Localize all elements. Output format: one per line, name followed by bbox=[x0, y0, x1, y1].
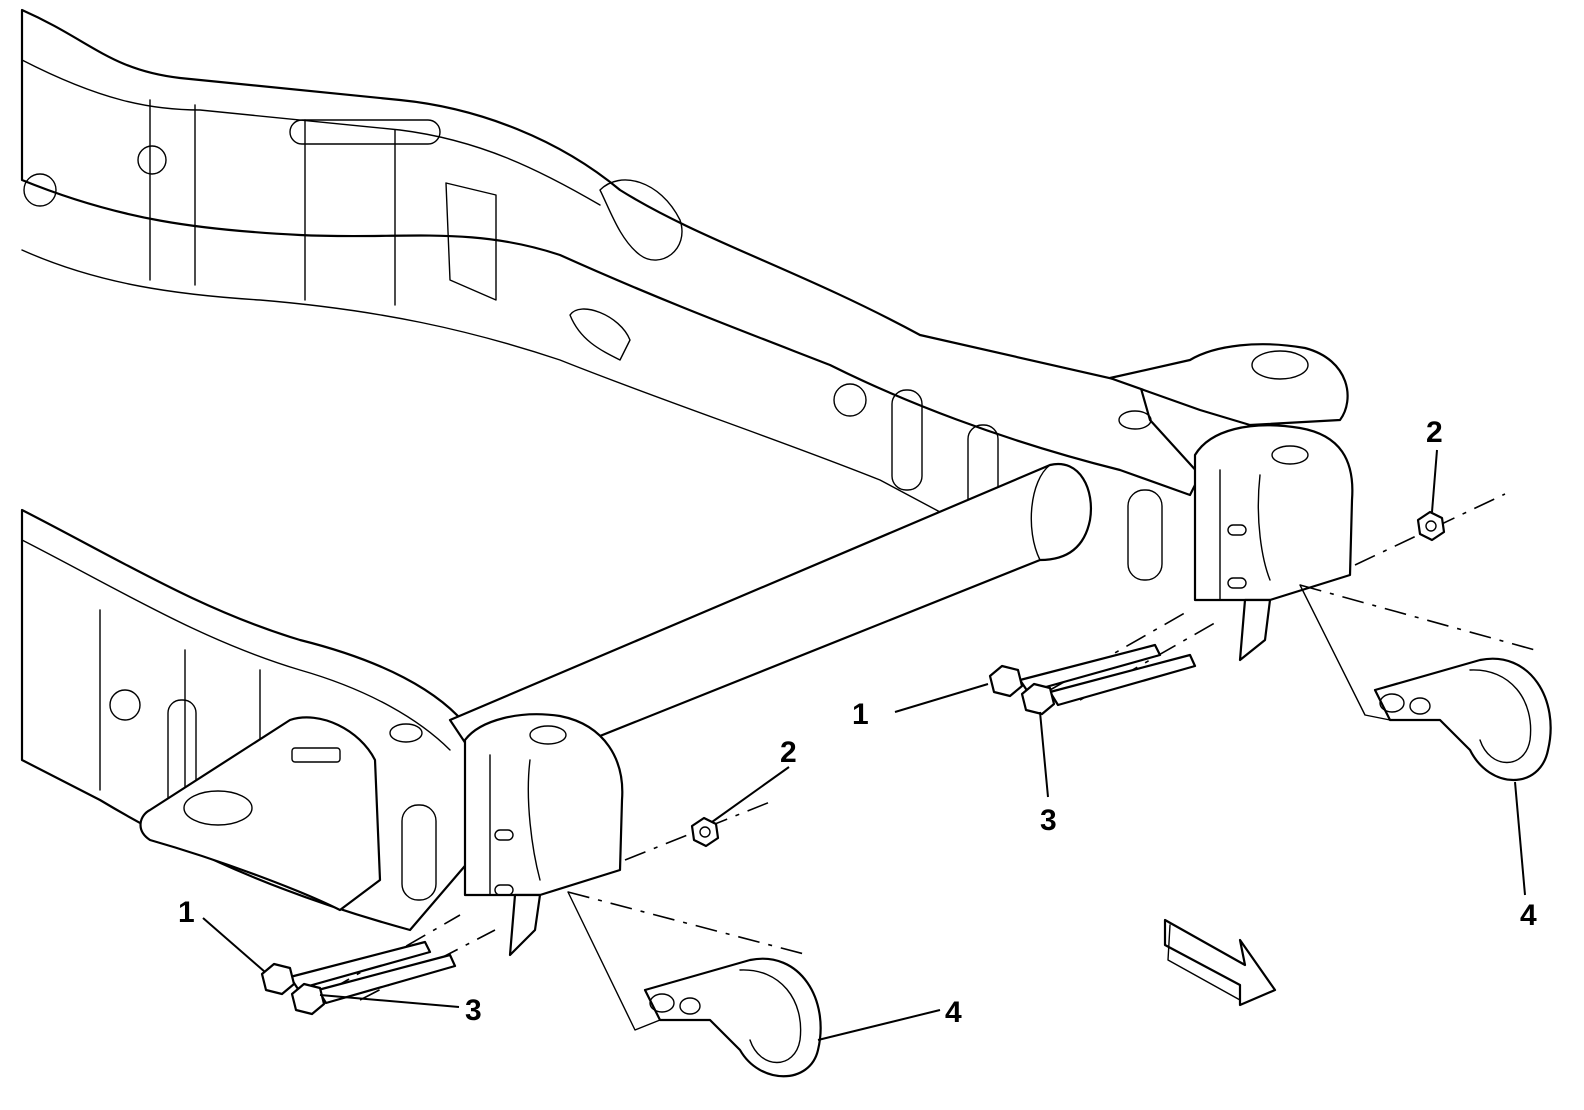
callout-left-4: 4 bbox=[945, 996, 962, 1029]
left-bolt-lower bbox=[290, 953, 457, 1016]
right-bolt-lower bbox=[1020, 653, 1197, 716]
right-frame-bracket bbox=[1193, 424, 1354, 662]
callout-right-1: 1 bbox=[852, 698, 869, 731]
callout-leader-lines bbox=[202, 449, 1526, 1041]
left-frame-bracket bbox=[463, 713, 624, 957]
right-tow-hook bbox=[1299, 584, 1552, 782]
right-bolt-upper bbox=[988, 643, 1162, 698]
callout-left-2: 2 bbox=[780, 736, 797, 769]
upper-frame-rail bbox=[20, 8, 1349, 581]
left-nut bbox=[690, 816, 720, 848]
cross-member-tube bbox=[448, 462, 1093, 782]
callout-right-3: 3 bbox=[1040, 804, 1057, 837]
left-bolt-upper bbox=[260, 940, 432, 996]
forward-direction-arrow-icon bbox=[1163, 918, 1277, 1007]
callout-right-4: 4 bbox=[1520, 899, 1537, 932]
lower-frame-rail bbox=[20, 508, 482, 932]
callout-left-1: 1 bbox=[178, 896, 195, 929]
callout-right-2: 2 bbox=[1426, 416, 1443, 449]
callout-left-3: 3 bbox=[465, 994, 482, 1027]
left-tow-hook bbox=[567, 891, 822, 1078]
right-nut bbox=[1416, 510, 1446, 542]
